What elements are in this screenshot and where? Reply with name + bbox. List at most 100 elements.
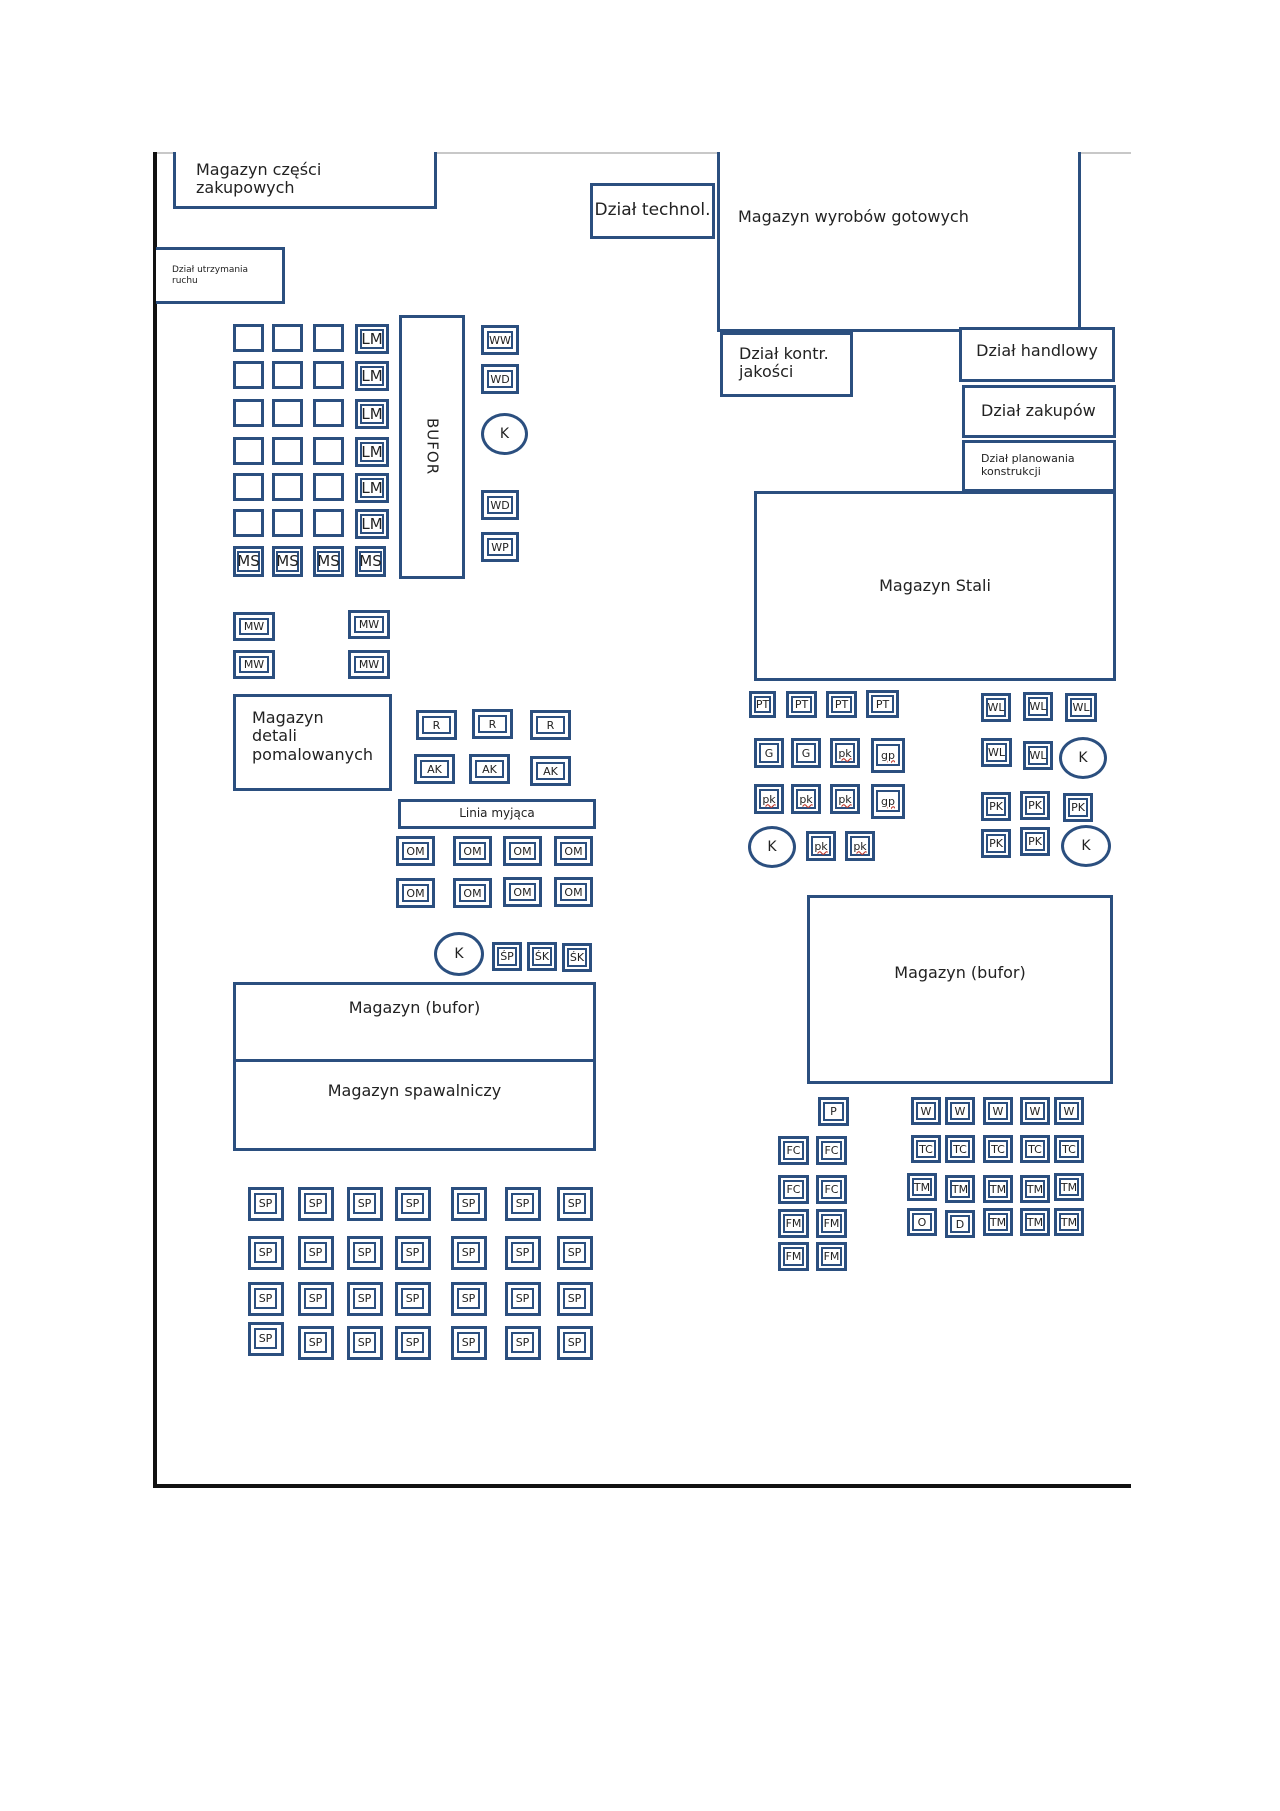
station-lm-inner: LM [360, 514, 384, 534]
machine-square [313, 437, 344, 465]
washing-line-label: Linia myjąca [459, 806, 535, 821]
steel-warehouse-label: Magazyn Stali [879, 575, 991, 595]
station-pt-inner: PT [754, 696, 771, 713]
station-sp: SP [298, 1326, 334, 1360]
station-tm: TM [1054, 1208, 1084, 1236]
station-pt-inner: PT [871, 695, 894, 713]
station-pk: pk [791, 784, 821, 814]
station-pt-inner: PT [791, 696, 812, 713]
station-lm-inner: LM [360, 442, 384, 462]
machine-square [233, 473, 264, 501]
station-sp: SP [347, 1187, 383, 1221]
station-ak: AK [530, 756, 571, 786]
station-mw: MW [233, 650, 275, 679]
station-lm-inner: LM [360, 404, 384, 424]
station-p-inner: P [823, 1102, 844, 1121]
station-w: W [911, 1097, 941, 1125]
station-k: K [434, 932, 484, 976]
station-pk-inner: pk [811, 836, 831, 856]
station-pk-upper: PK [1020, 791, 1050, 820]
station-fm-inner: FM [783, 1247, 804, 1266]
station-sp-inner: SP [353, 1242, 376, 1263]
station-sp: SP [395, 1326, 431, 1360]
station-lm: LM [355, 361, 389, 391]
station-tc-inner: TC [1059, 1140, 1079, 1158]
station-ms-inner: MS [317, 551, 340, 572]
machine-square [313, 324, 344, 352]
technology-dept: Dział technol. [590, 183, 715, 239]
station-sp-short: ŚP [492, 942, 522, 971]
station-wl-inner: WL [1028, 697, 1048, 716]
station-fc: FC [816, 1175, 847, 1204]
station-ak-inner: AK [536, 762, 565, 780]
station-tc-inner: TC [1025, 1140, 1045, 1158]
station-sk: ŚK [527, 942, 557, 971]
station-w: W [945, 1097, 975, 1125]
station-tm-inner: TM [988, 1180, 1008, 1198]
station-gp-inner: gp [876, 744, 900, 766]
purchasing-dept-label: Dział zakupów [981, 401, 1096, 421]
station-mw: MW [348, 650, 390, 679]
station-ms: MS [233, 546, 264, 577]
buffer-warehouse-right-label: Magazyn (bufor) [894, 963, 1026, 982]
station-sp: SP [248, 1236, 284, 1270]
station-pk-upper: PK [981, 829, 1011, 858]
machine-square [272, 509, 303, 537]
station-tc-inner: TC [916, 1140, 936, 1158]
station-wd-inner: WD [487, 370, 513, 388]
station-tm: TM [907, 1173, 937, 1201]
station-mw-inner: MW [354, 656, 384, 673]
station-sp-inner: SP [511, 1242, 534, 1263]
station-sp: SP [451, 1326, 487, 1360]
station-lm: LM [355, 509, 389, 539]
station-lm: LM [355, 437, 389, 467]
station-ms-inner: MS [237, 551, 260, 572]
station-pk: pk [806, 831, 836, 861]
top-border-line [153, 152, 1131, 154]
station-tm: TM [945, 1175, 975, 1203]
station-sp: SP [395, 1282, 431, 1316]
station-k-label: K [499, 425, 510, 442]
station-sp: SP [248, 1322, 284, 1356]
station-sp: SP [451, 1187, 487, 1221]
station-tm-inner: TM [988, 1213, 1008, 1231]
station-k: K [748, 826, 796, 868]
station-sp-inner: SP [511, 1193, 534, 1214]
machine-square [272, 361, 303, 389]
station-sp-inner: SP [563, 1288, 586, 1309]
station-om-inner: OM [402, 842, 429, 860]
station-ms: MS [272, 546, 303, 577]
station-w-inner: W [988, 1102, 1008, 1120]
station-d: D [945, 1210, 975, 1238]
station-sp-inner: SP [401, 1193, 424, 1214]
purchasing-dept: Dział zakupów [962, 385, 1116, 438]
machine-square [272, 473, 303, 501]
station-om: OM [453, 836, 492, 866]
station-sp-inner: SP [254, 1328, 277, 1349]
station-fc-inner: FC [821, 1180, 842, 1199]
station-k-label: K [1081, 837, 1091, 854]
station-pk-upper-inner: PK [1025, 796, 1045, 815]
station-om: OM [554, 836, 593, 866]
station-w: W [1020, 1097, 1050, 1125]
station-tc-inner: TC [950, 1140, 970, 1158]
station-om-inner: OM [560, 842, 587, 860]
station-sp-inner: SP [563, 1193, 586, 1214]
station-om: OM [554, 877, 593, 907]
station-pt: PT [866, 690, 899, 718]
station-pk-upper-inner: PK [986, 834, 1006, 853]
station-fm-inner: FM [821, 1214, 842, 1233]
station-tc-inner: TC [988, 1140, 1008, 1158]
station-tm: TM [983, 1175, 1013, 1203]
station-sp-inner: SP [304, 1332, 327, 1353]
station-sp: SP [451, 1282, 487, 1316]
station-fm-inner: FM [783, 1214, 804, 1233]
station-tc: TC [911, 1135, 941, 1163]
station-lm-inner: LM [360, 366, 384, 386]
station-sp: SP [505, 1236, 541, 1270]
machine-square [233, 324, 264, 352]
station-pk-upper: PK [981, 792, 1011, 821]
station-wd: WD [481, 490, 519, 520]
station-r: R [530, 710, 571, 740]
station-sp-inner: SP [353, 1332, 376, 1353]
